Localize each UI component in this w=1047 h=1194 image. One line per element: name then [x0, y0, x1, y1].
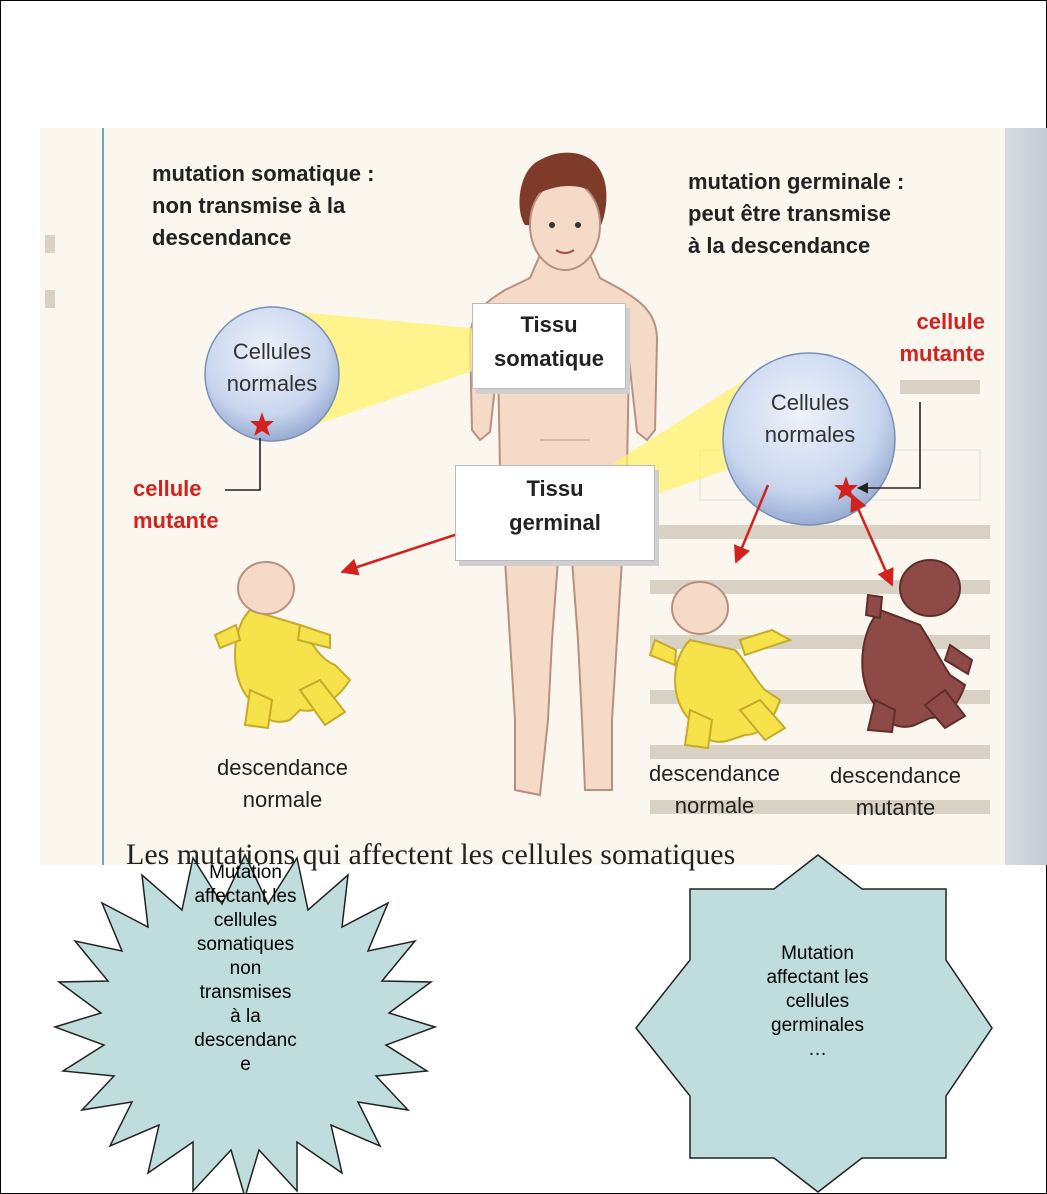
left-mutant-leader-line	[225, 438, 260, 490]
starburst-text-line: transmises	[158, 981, 333, 1005]
starburst-text-line: e	[158, 1053, 333, 1077]
somatic-heading: mutation somatique : non transmise à la …	[152, 158, 374, 254]
right-mutant-label-line: mutante	[893, 338, 985, 370]
left-mutant-label: cellule mutante	[133, 473, 219, 537]
somatic-tissue-label: Tissu	[473, 308, 625, 342]
starburst-text-line: non	[158, 957, 333, 981]
starburst-text-line: somatiques	[158, 933, 333, 957]
right-circle-label-line: normales	[745, 419, 875, 451]
left-circle-label-line: normales	[212, 368, 332, 400]
star8-text-line: germinales	[735, 1014, 900, 1038]
somatic-tissue-label: somatique	[473, 342, 625, 376]
left-mutant-label-line: cellule	[133, 473, 219, 505]
star8-text-line: cellules	[735, 990, 900, 1014]
offspring-left-label-line: normale	[195, 784, 370, 816]
offspring-left-label: descendance normale	[195, 752, 370, 816]
germinal-tissue-label: Tissu	[456, 472, 654, 506]
right-circle-label-line: Cellules	[745, 387, 875, 419]
right-mutant-label-line: cellule	[893, 306, 985, 338]
starburst-text-line: cellules	[158, 909, 333, 933]
germinal-heading-line: mutation germinale :	[688, 166, 904, 198]
baby-normal-left	[215, 562, 350, 728]
germinal-tissue-label: germinal	[456, 506, 654, 540]
left-circle-label: Cellules normales	[212, 336, 332, 400]
germinal-tissue-box: Tissu germinal	[455, 465, 655, 561]
offspring-left-label-line: descendance	[195, 752, 370, 784]
star8-text-line: affectant les	[735, 966, 900, 990]
somatic-heading-line: non transmise à la	[152, 190, 374, 222]
right-circle-label: Cellules normales	[745, 387, 875, 451]
starburst-text-line: Mutation	[158, 861, 333, 885]
starburst-text-line: à la	[158, 1005, 333, 1029]
offspring-right-label-line: mutante	[808, 792, 983, 824]
offspring-right-label: descendance mutante	[808, 760, 983, 824]
right-mutant-label: cellule mutante	[893, 306, 985, 370]
somatic-heading-line: descendance	[152, 222, 374, 254]
baby-normal-middle	[650, 582, 790, 748]
star8-text-line: Mutation	[735, 942, 900, 966]
offspring-right-label-line: descendance	[808, 760, 983, 792]
somatic-heading-line: mutation somatique :	[152, 158, 374, 190]
starburst-text-line: descendanc	[158, 1029, 333, 1053]
starburst-text: Mutation affectant les cellules somatiqu…	[158, 861, 333, 1077]
star8-text: Mutation affectant les cellules germinal…	[735, 942, 900, 1062]
somatic-tissue-box: Tissu somatique	[472, 303, 626, 389]
germinal-heading-line: peut être transmise	[688, 198, 904, 230]
star8-text-line: …	[735, 1038, 900, 1062]
germinal-to-left-baby-arrow	[342, 530, 470, 572]
left-mutant-label-line: mutante	[133, 505, 219, 537]
left-circle-label-line: Cellules	[212, 336, 332, 368]
germinal-heading-line: à la descendance	[688, 230, 904, 262]
offspring-middle-label-line: normale	[627, 790, 802, 822]
germinal-heading: mutation germinale : peut être transmise…	[688, 166, 904, 262]
starburst-text-line: affectant les	[158, 885, 333, 909]
offspring-middle-label: descendance normale	[627, 758, 802, 822]
mutant-cell-to-mutant-baby-arrow	[852, 495, 892, 585]
offspring-middle-label-line: descendance	[627, 758, 802, 790]
